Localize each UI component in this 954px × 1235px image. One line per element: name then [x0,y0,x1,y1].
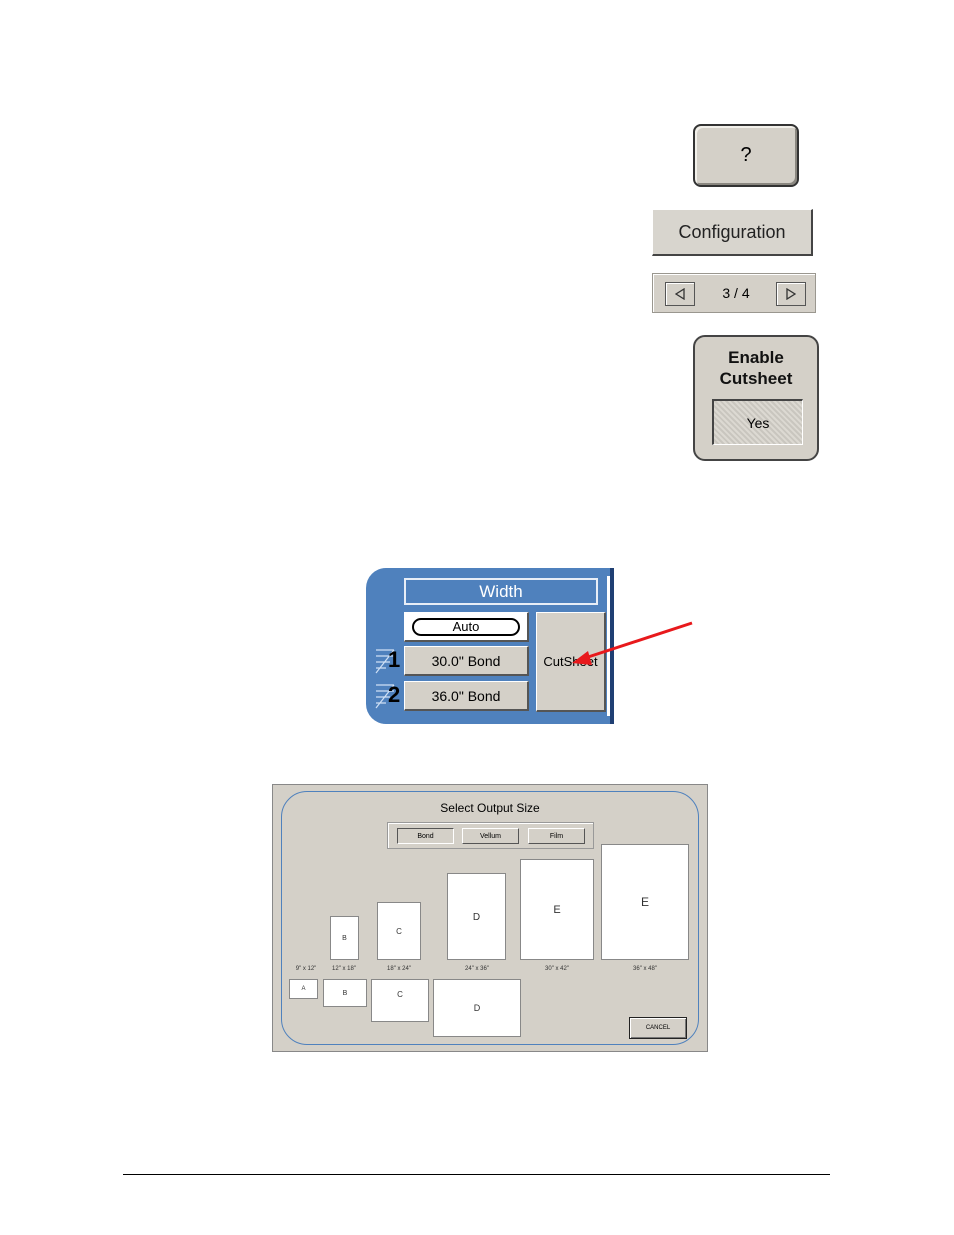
enable-cutsheet-yes-button[interactable]: Yes [712,399,803,445]
dialog-frame [281,791,699,1045]
media-type-group: Bond Vellum Film [387,822,594,849]
tray-2-bond-button[interactable]: 36.0" Bond [404,681,529,711]
size-caption-9x12: 9" x 12" [295,966,317,972]
size-caption-24x36: 24" x 36" [465,966,489,972]
enable-cutsheet-panel: Enable Cutsheet Yes [693,335,819,461]
size-caption-36x48: 36" x 48" [633,966,657,972]
width-title: Width [404,578,598,605]
page-navigator: 3 / 4 [652,273,816,313]
tray-1-indicator: 1 [374,646,406,674]
footer-rule [123,1174,830,1175]
tray-2-indicator: 2 [374,681,406,709]
media-vellum-button[interactable]: Vellum [462,828,519,844]
auto-width-label: Auto [412,617,520,636]
select-output-size-dialog: Select Output Size Bond Vellum Film B C … [272,784,708,1052]
size-c-portrait-sheet[interactable]: C [377,902,421,960]
enable-cutsheet-title-line1: Enable [728,348,784,367]
panel-edge [610,568,614,724]
width-panel: Width Auto 1 30.0" Bond 2 36.0" Bond Cut… [366,568,614,724]
enable-cutsheet-title-line2: Cutsheet [719,369,793,388]
size-a-landscape-sheet[interactable]: A [289,979,318,999]
size-d-landscape-sheet[interactable]: D [433,979,521,1037]
enable-cutsheet-title: Enable Cutsheet [695,347,817,389]
tray-2-number: 2 [388,682,401,707]
paper-roll-icon [375,649,395,674]
triangle-right-icon [786,288,796,300]
size-b-landscape-sheet[interactable]: B [323,979,367,1007]
next-page-button[interactable] [776,282,806,306]
page-indicator: 3 / 4 [722,285,750,301]
size-caption-18x24: 18" x 24" [387,966,411,972]
size-c-landscape-sheet[interactable]: C [371,979,429,1022]
configuration-button[interactable]: Configuration [652,209,813,256]
red-pointer-arrow-icon [572,621,693,665]
tray-1-number: 1 [388,647,401,672]
size-e-30x42-portrait-sheet[interactable]: E [520,859,594,960]
size-caption-12x18: 12" x 18" [332,966,356,972]
tray-1-bond-button[interactable]: 30.0" Bond [404,646,529,676]
previous-page-button[interactable] [665,282,695,306]
paper-roll-icon [375,684,395,709]
panel-inner-edge [607,576,610,716]
auto-width-button[interactable]: Auto [404,612,529,642]
media-bond-button[interactable]: Bond [397,828,454,844]
help-button[interactable]: ? [693,124,799,187]
size-caption-30x42: 30" x 42" [545,966,569,972]
media-film-button[interactable]: Film [528,828,585,844]
size-d-portrait-sheet[interactable]: D [447,873,506,960]
cancel-button[interactable]: CANCEL [629,1017,687,1039]
size-e-36x48-portrait-sheet[interactable]: E [601,844,689,960]
dialog-title: Select Output Size [440,801,540,815]
size-b-portrait-sheet[interactable]: B [330,916,359,960]
triangle-left-icon [675,288,685,300]
